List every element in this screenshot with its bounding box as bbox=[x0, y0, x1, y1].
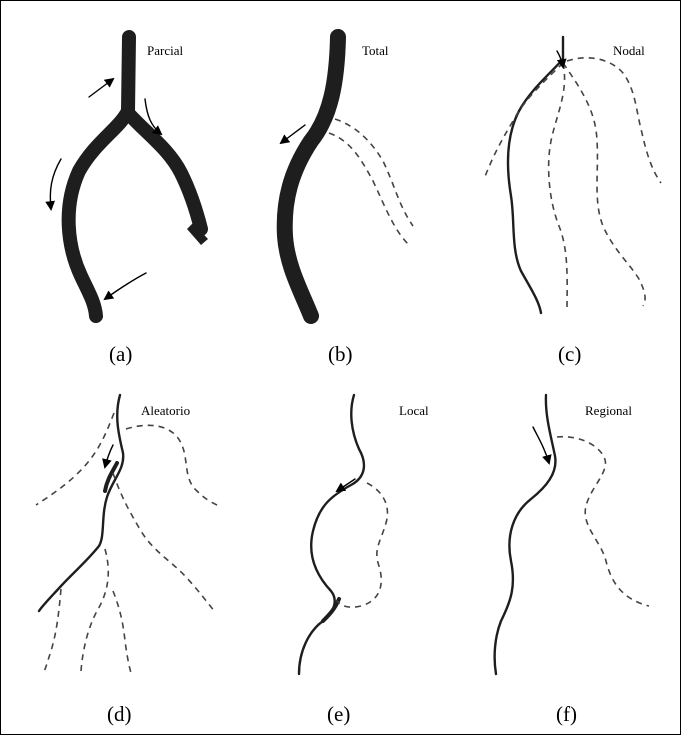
panel-c-label: (c) bbox=[558, 342, 581, 366]
main-channel-thin bbox=[39, 395, 123, 611]
panel-a-partial: Parcial (a) bbox=[50, 37, 208, 366]
dashed-channel-lower-middle bbox=[81, 549, 108, 671]
panel-c-nodal: Nodal (c) bbox=[484, 37, 661, 366]
main-channel-thick bbox=[285, 37, 338, 316]
dashed-channel-upper-left bbox=[36, 413, 114, 505]
panel-d-title: Aleatorio bbox=[141, 403, 190, 418]
dashed-avulsion-channel bbox=[337, 483, 387, 607]
panel-d-random: Aleatorio (d) bbox=[36, 395, 219, 726]
dashed-channel-lower-right bbox=[113, 591, 131, 673]
arrow-upstream-icon bbox=[89, 79, 113, 97]
main-channel-thick bbox=[69, 37, 129, 316]
panel-d-label: (d) bbox=[107, 702, 132, 726]
dashed-channel-middle bbox=[549, 63, 568, 311]
dashed-channel-left bbox=[484, 63, 563, 179]
abandoned-channel-2 bbox=[329, 133, 409, 245]
arrow-shift-icon bbox=[105, 445, 113, 467]
panel-a-label: (a) bbox=[109, 342, 132, 366]
main-channel-thin bbox=[495, 395, 556, 674]
arrow-bottom-icon bbox=[105, 273, 146, 299]
panel-b-total: Total (b) bbox=[281, 37, 413, 366]
branch-channel-thick bbox=[128, 113, 201, 229]
panel-e-label: (e) bbox=[327, 702, 350, 726]
arrow-left-down-icon bbox=[50, 159, 61, 209]
dashed-channel-upper-right bbox=[126, 425, 219, 506]
panel-b-title: Total bbox=[362, 43, 389, 58]
dashed-channel-middle-right bbox=[113, 473, 216, 613]
dashed-avulsion-channel bbox=[557, 437, 649, 606]
panel-e-title: Local bbox=[399, 403, 429, 418]
arrow-shift-icon bbox=[533, 427, 549, 463]
panel-a-title: Parcial bbox=[147, 43, 183, 58]
dashed-channel-right-outer bbox=[567, 58, 661, 183]
panel-f-title: Regional bbox=[585, 403, 632, 418]
panel-c-title: Nodal bbox=[613, 43, 645, 58]
main-channel-thin bbox=[508, 37, 563, 313]
dashed-channel-right-inner bbox=[563, 63, 645, 306]
panel-b-label: (b) bbox=[328, 342, 353, 366]
panel-f-regional: Regional (f) bbox=[495, 395, 649, 726]
panel-f-label: (f) bbox=[556, 702, 577, 726]
main-channel-thin bbox=[299, 395, 364, 674]
abandoned-channel-1 bbox=[335, 119, 413, 226]
arrow-shift-icon bbox=[281, 125, 305, 143]
panel-e-local: Local (e) bbox=[299, 395, 429, 726]
rejoin-thick-segment bbox=[323, 599, 339, 621]
